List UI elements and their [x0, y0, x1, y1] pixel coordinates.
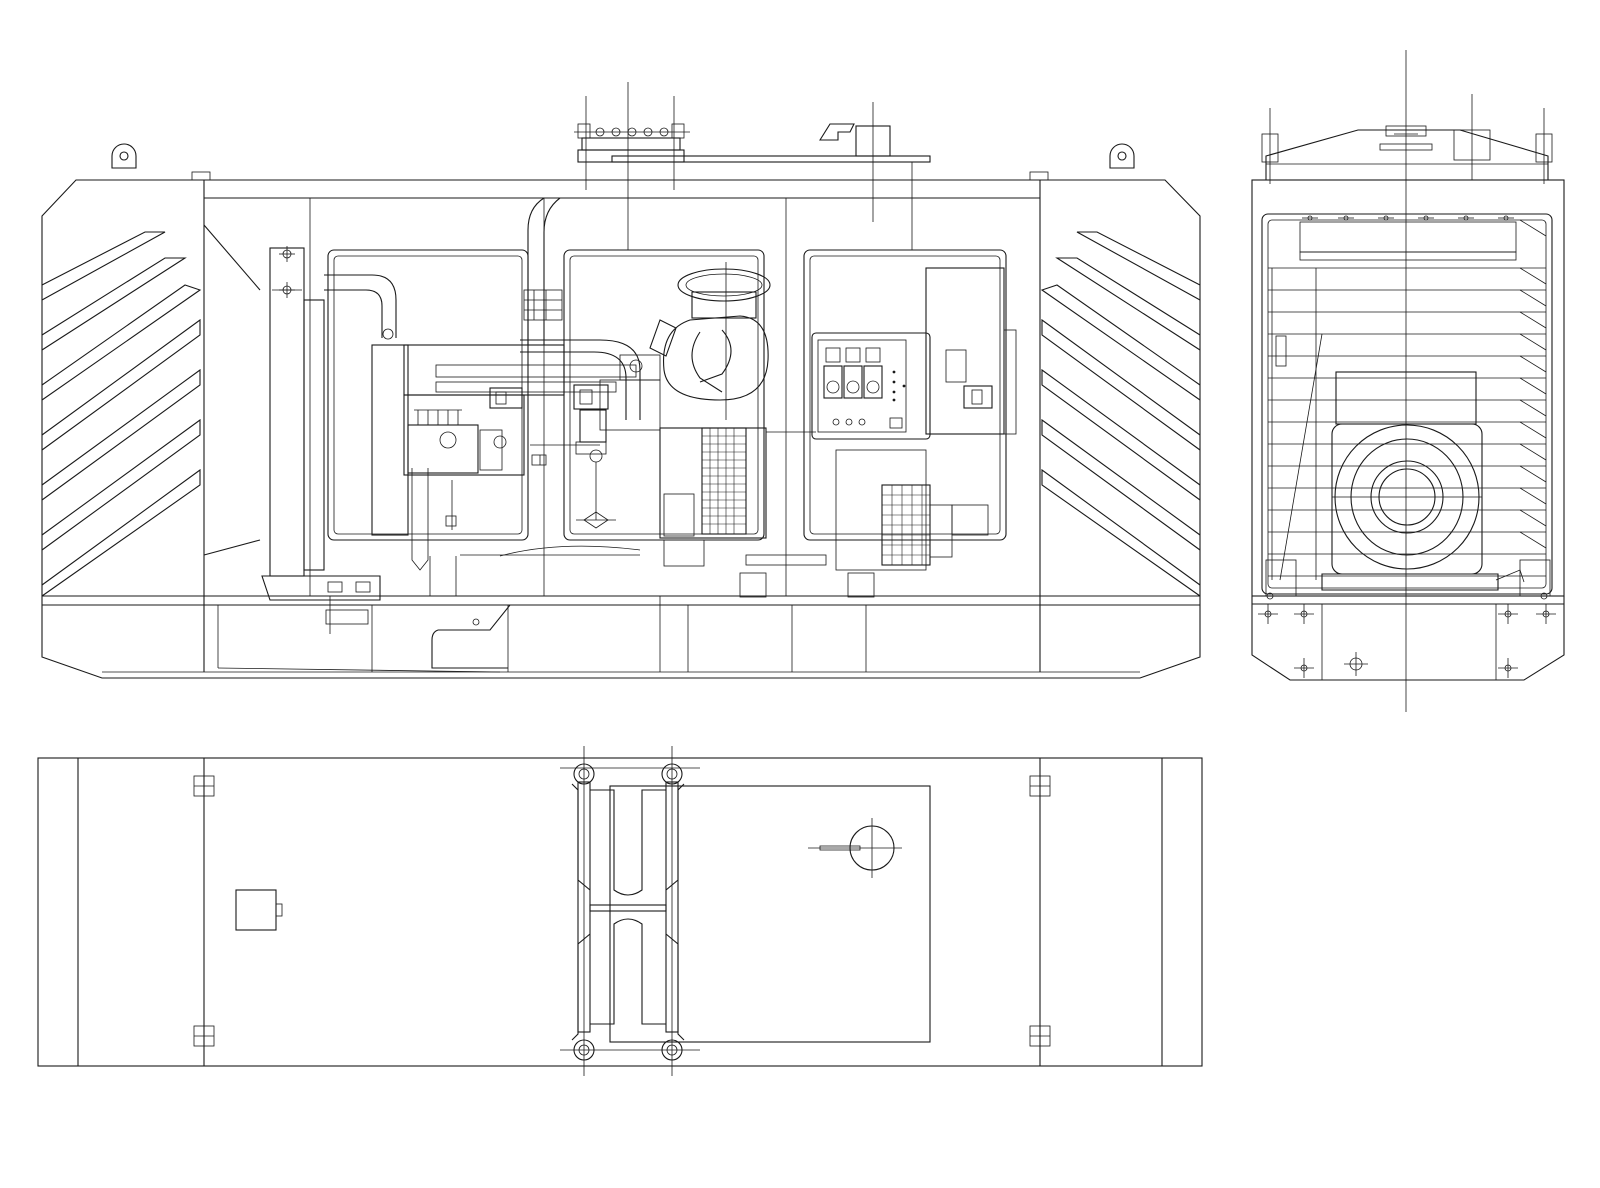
door-hinges [193, 775, 1051, 1047]
generator-end-view [1265, 371, 1551, 597]
lifting-eye-right [1109, 143, 1135, 169]
end-base [1251, 596, 1565, 681]
alternator-grille [659, 427, 816, 539]
end-roof-cap [1265, 129, 1549, 181]
intake-pipe [324, 197, 563, 345]
fuel-tank [217, 539, 867, 673]
alternator-bay-frame [803, 249, 1007, 541]
plan-view [37, 746, 1203, 1076]
side-elevation-view [41, 82, 1201, 679]
control-panel [811, 267, 1017, 440]
roof-lifting-bracket [574, 82, 690, 250]
exhaust-outlet [611, 102, 931, 250]
left-louvres [41, 224, 261, 597]
end-enclosure-outline [1251, 179, 1565, 597]
air-filter [649, 262, 771, 420]
end-louvre-grille [1261, 213, 1553, 595]
end-bolt-markers [1258, 215, 1556, 678]
generator-fan-grille [739, 449, 989, 598]
engine-block [371, 328, 661, 571]
fuel-filler-cap [235, 889, 283, 931]
enclosure-outline [41, 179, 1201, 679]
right-louvres [1040, 231, 1201, 597]
end-elevation-view [1251, 50, 1565, 712]
lifting-eye-left [111, 143, 137, 169]
roof-access-panel [609, 785, 931, 1043]
lifting-frame-plan [560, 746, 700, 1076]
plan-outline [37, 757, 1203, 1067]
radiator [261, 246, 381, 634]
